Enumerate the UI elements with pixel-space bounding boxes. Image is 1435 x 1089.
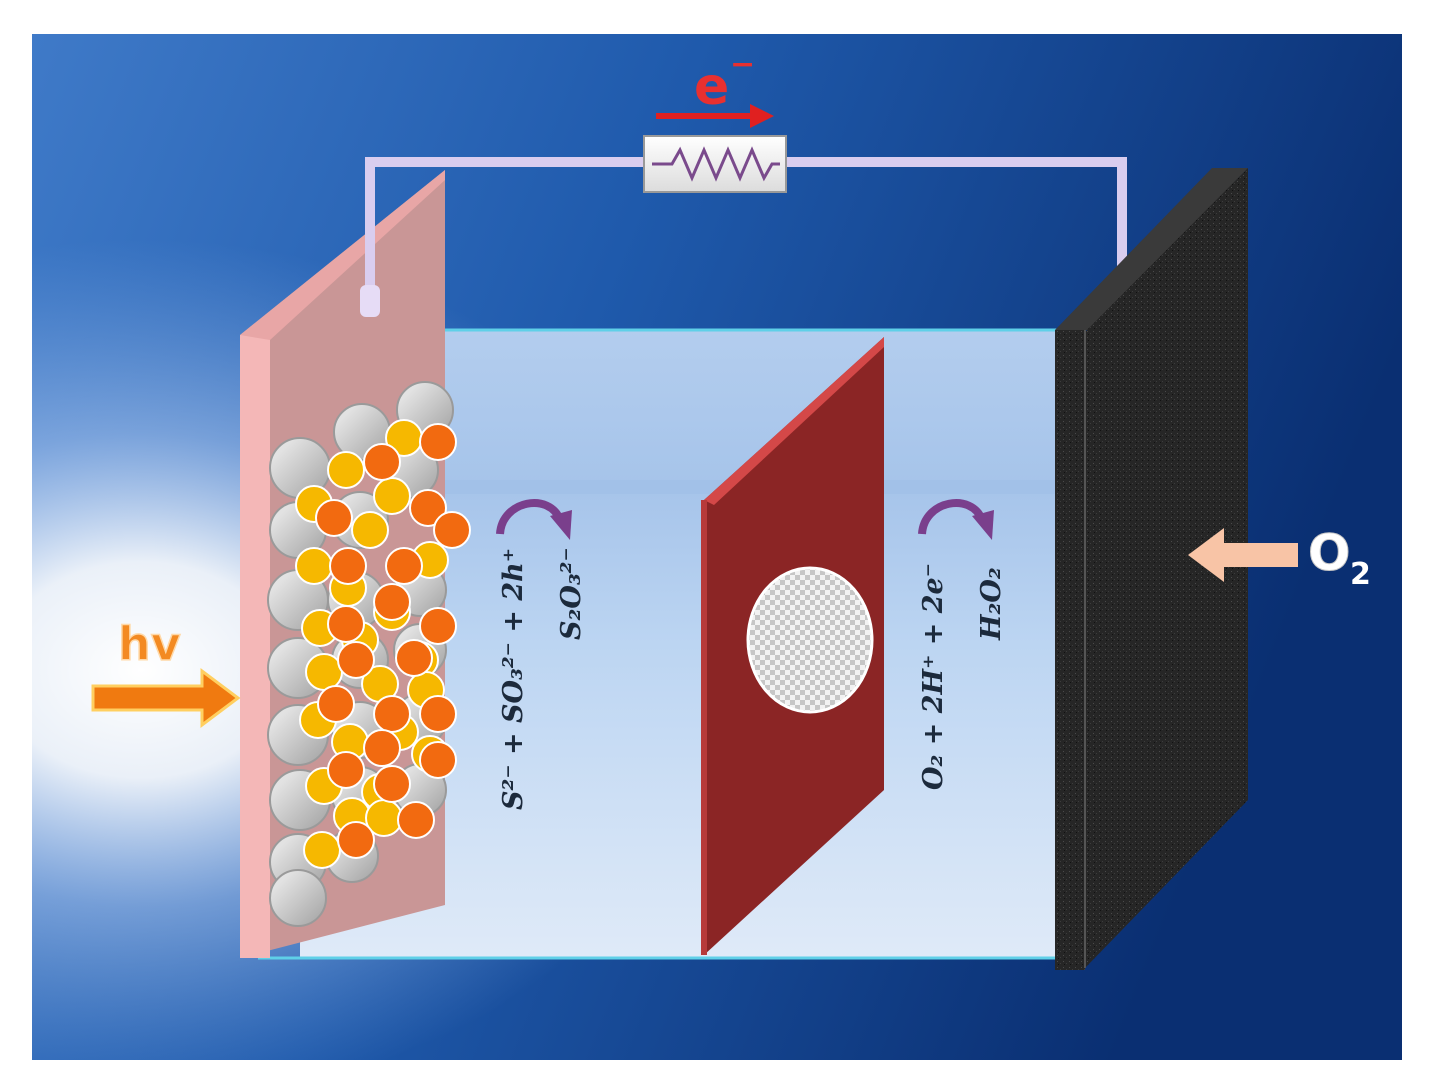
nanoparticle — [433, 511, 471, 549]
nanoparticle — [373, 583, 411, 621]
cathode-reaction-product: H₂O₂ — [976, 567, 1007, 641]
nanoparticle — [363, 729, 401, 767]
nanoparticle — [419, 695, 457, 733]
curved-reaction-arrow-icon — [918, 499, 994, 540]
nanoparticle — [385, 547, 423, 585]
wire-contact — [360, 285, 380, 317]
curved-reaction-arrow-icon — [496, 499, 572, 540]
nanoparticle — [373, 695, 411, 733]
resistor-icon — [643, 135, 787, 193]
nanoparticle — [373, 765, 411, 803]
nanoparticle — [351, 511, 389, 549]
nanoparticle — [269, 869, 327, 927]
electron-label: e — [694, 57, 729, 117]
nanoparticle — [315, 499, 353, 537]
nanoparticle — [329, 547, 367, 585]
membrane-window — [746, 566, 874, 714]
cathode-reaction-equation: O₂ + 2H⁺ + 2e⁻ — [918, 563, 949, 790]
nanoparticle — [327, 451, 365, 489]
nanoparticle — [373, 477, 411, 515]
nanoparticle — [363, 443, 401, 481]
anode-reaction-equation: S²⁻ + SO₃²⁻ + 2h⁺ — [498, 548, 529, 810]
nanoparticle — [337, 821, 375, 859]
nanoparticle-cluster — [267, 381, 471, 927]
nanoparticle — [419, 607, 457, 645]
nanoparticle — [317, 685, 355, 723]
light-label: hv — [118, 617, 181, 671]
nanoparticle — [327, 605, 365, 643]
light-arrow-icon — [91, 668, 241, 728]
nanoparticle — [295, 547, 333, 585]
oxygen-label: O — [1308, 524, 1351, 582]
nanoparticle — [419, 423, 457, 461]
nanoparticle — [409, 489, 447, 527]
membrane — [701, 337, 884, 955]
nanoparticle — [397, 801, 435, 839]
nanoparticle — [327, 751, 365, 789]
nanoparticle — [305, 653, 343, 691]
oxygen-arrow-icon — [1188, 528, 1298, 582]
electron-flow-arrow-icon — [656, 104, 774, 128]
cathode-plate — [1055, 168, 1248, 970]
anode-reaction-product: S₂O₃²⁻ — [556, 547, 587, 640]
oxygen-subscript: 2 — [1350, 557, 1371, 592]
nanoparticle — [395, 639, 433, 677]
nanoparticle — [419, 741, 457, 779]
nanoparticle — [303, 831, 341, 869]
electron-charge-label: − — [730, 47, 755, 82]
nanoparticle — [337, 641, 375, 679]
